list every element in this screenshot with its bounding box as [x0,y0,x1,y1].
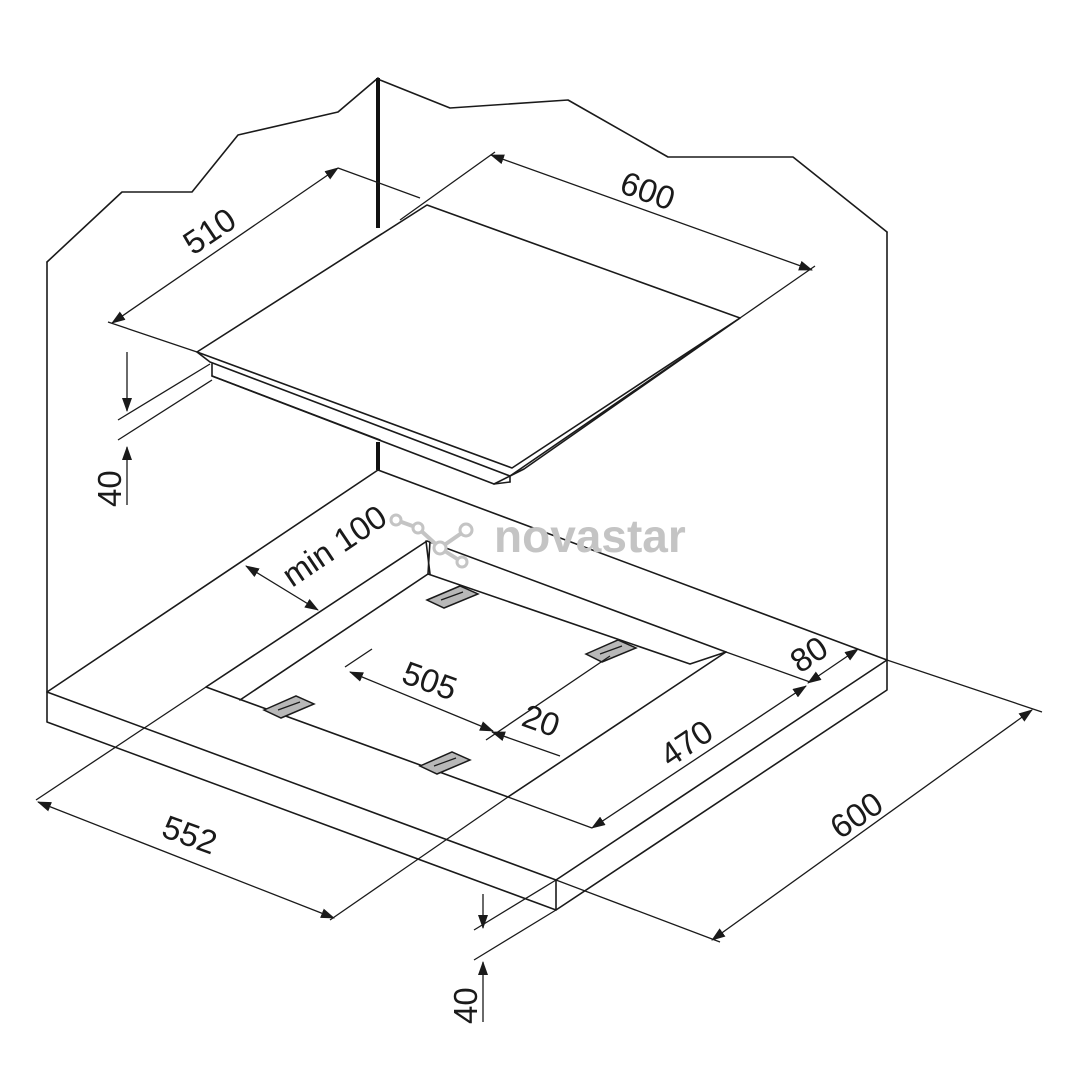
dim-cutout-depth-ext-2 [507,796,593,829]
dim-hob-height-ext-1 [117,363,211,421]
dim-cutout-depth-label: 470 [653,712,719,773]
fixing-bracket-right [584,639,638,663]
dim-worktop-thickness-label: 40 [447,987,484,1024]
dim-hob-depth-label: 510 [176,200,242,261]
dim-hob-width-label: 600 [616,164,680,218]
dim-hob-depth-ext-1 [337,167,421,199]
dim-cutout-front-ext-1 [35,686,207,801]
dim-worktop-depth-ext-2 [555,879,721,943]
watermark-logo-icon [389,513,474,569]
dim-cutout-width-label: 505 [398,654,462,708]
left-wall-outline [46,77,379,263]
dim-cutout-width-line [349,671,494,732]
dim-worktop-depth-line [711,709,1033,941]
dim-worktop-depth-label: 600 [823,784,889,845]
dim-hob-depth-ext-2 [107,321,198,353]
dim-cutout-front-line [37,801,335,919]
dim-hob-width-ext-2 [739,265,816,319]
dim-hob-height-label: 40 [91,470,128,507]
dim-bracket-offset-line [491,731,561,757]
dim-min-clearance-line [245,565,319,611]
fixing-bracket-left [262,695,316,719]
dim-cutout-front-label: 552 [158,808,222,862]
dim-worktop-depth-ext-1 [886,659,1043,713]
hob [196,204,741,485]
dim-bracket-offset-label: 20 [518,697,565,744]
fixing-bracket-rear [425,585,480,609]
dim-min-clearance-label: min 100 [275,497,393,593]
dim-hob-height-ext-2 [117,379,213,441]
dim-cutout-depth-ext [725,651,811,683]
watermark-text: novastar [494,510,686,562]
dim-worktop-thickness-ext-2 [473,909,557,961]
dim-hob-width-line [490,154,813,271]
dim-cutout-front-ext-2 [329,796,509,921]
dim-bracket-offset-ext [485,655,611,741]
fixing-bracket-front [418,751,472,775]
dim-cutout-width-ext [344,648,373,668]
dim-cutout-depth-line [591,685,807,829]
dim-rear-margin-line [807,648,859,684]
dim-hob-depth-line [111,167,339,324]
right-wall-outline [379,79,888,233]
dim-rear-margin-label: 80 [783,629,834,680]
dim-hob-width-ext-1 [399,151,496,221]
